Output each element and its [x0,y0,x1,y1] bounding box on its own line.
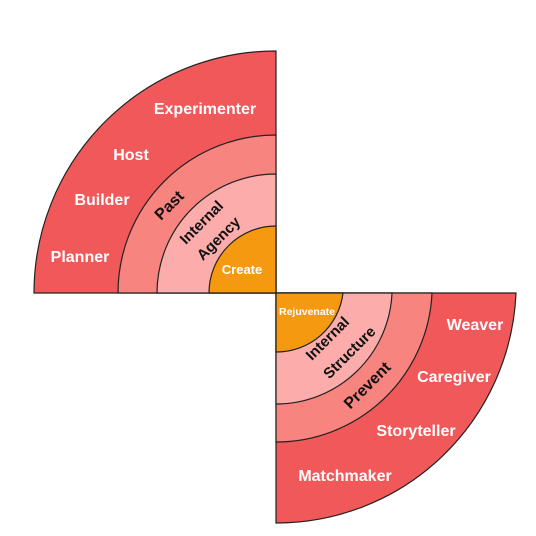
left-quadrant: Experimenter Host Builder Planner Past I… [33,50,277,294]
right-outer-label-3: Storyteller [376,423,455,440]
left-outer-label-2: Host [113,147,149,164]
right-outer-label-2: Caregiver [417,369,491,386]
right-core [275,292,344,353]
left-core-label: Create [222,262,262,277]
right-quadrant: Weaver Caregiver Storyteller Matchmaker … [275,292,517,524]
right-core-label: Rejuvenate [279,306,335,318]
left-outer-label-3: Builder [74,192,129,209]
left-outer-label-1: Experimenter [154,101,256,118]
left-core [208,225,277,294]
right-outer-label-1: Weaver [447,317,504,334]
right-outer-label-4: Matchmaker [298,468,391,485]
left-outer-label-4: Planner [51,249,110,266]
